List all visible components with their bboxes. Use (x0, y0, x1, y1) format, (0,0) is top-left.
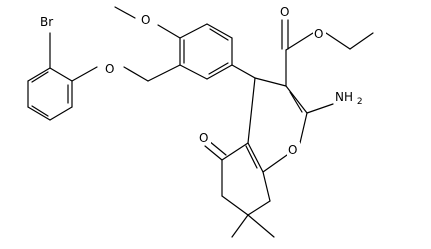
ketone-oxygen-label: O (199, 131, 208, 145)
bromine-label: Br (40, 15, 53, 29)
methyl-bond-2 (247, 214, 275, 238)
ester-carbonyl-oxygen-label: O (280, 5, 289, 19)
cyclohexanone-ring (221, 142, 271, 216)
bromophenyl-ring (27, 67, 73, 121)
oxymethylene-bond-1 (123, 66, 149, 82)
methoxy-oxygen-label: O (141, 13, 150, 27)
amino-nh-text: NH (335, 90, 353, 104)
methoxy-bond-2 (114, 6, 136, 19)
ketone-bond-1 (204, 145, 223, 161)
oxymethylene-bond-2 (147, 64, 181, 82)
pyran-oxygen-label: O (288, 143, 297, 157)
amino-label: NH 2 (335, 90, 363, 107)
amino-bond (306, 103, 334, 114)
ketone-bond-2 (208, 140, 227, 156)
methyl-bond-1 (231, 214, 249, 238)
pyran-ring (245, 77, 308, 173)
ester-group (281, 19, 374, 87)
amino-subscript: 2 (357, 97, 363, 107)
aryl-c4-bond (231, 64, 256, 79)
methoxyphenyl-ring (179, 23, 233, 80)
aryl-ether-bond (71, 66, 98, 82)
ether-oxygen-label: O (105, 62, 114, 76)
methoxy-bond-1 (157, 24, 181, 39)
ester-alkoxy-oxygen-label: O (314, 27, 323, 41)
